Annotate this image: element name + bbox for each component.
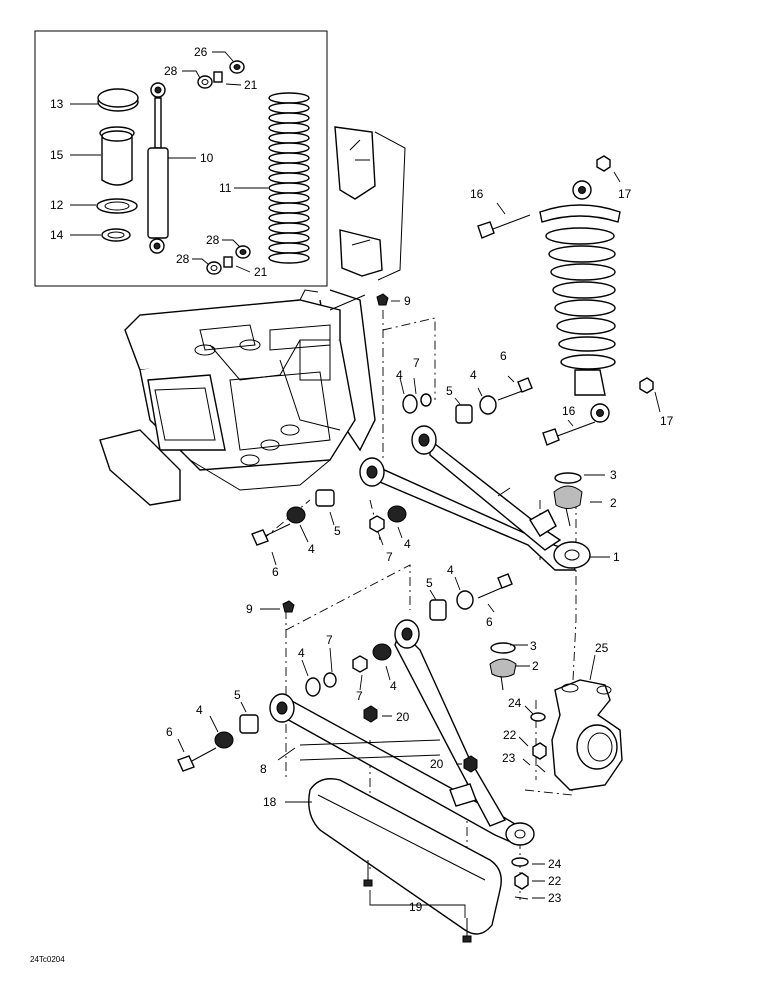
callout-17: 17 (660, 414, 674, 428)
callout-4: 4 (308, 542, 315, 556)
callout-16: 16 (470, 187, 484, 201)
callout-2: 2 (532, 659, 539, 673)
callout-6: 6 (272, 565, 279, 579)
callout-7: 7 (413, 356, 420, 370)
shock-coil-spring (545, 227, 616, 370)
callout-28: 28 (206, 233, 220, 247)
callout-3: 3 (530, 639, 537, 653)
callout-7: 7 (356, 689, 363, 703)
callout-10: 10 (200, 151, 214, 165)
shock-absorber-assembly: 16 17 16 17 9 (376, 155, 674, 446)
callout-15: 15 (50, 148, 64, 162)
callout-7: 7 (386, 550, 393, 564)
callout-24: 24 (548, 857, 562, 871)
callout-6: 6 (500, 349, 507, 363)
callout-5: 5 (446, 384, 453, 398)
callout-5: 5 (334, 524, 341, 538)
callout-4: 4 (404, 537, 411, 551)
callout-7: 7 (326, 633, 333, 647)
callout-22: 22 (503, 728, 517, 742)
callout-12: 12 (50, 198, 64, 212)
callout-6: 6 (166, 725, 173, 739)
callout-5: 5 (426, 576, 433, 590)
callout-4: 4 (196, 703, 203, 717)
callout-8: 8 (260, 762, 267, 776)
coil-spring (268, 92, 310, 264)
callout-9: 9 (246, 602, 253, 616)
callout-3: 3 (610, 468, 617, 482)
inset-panel: 26 28 21 13 15 10 11 12 14 28 28 21 (34, 30, 328, 287)
callout-11: 11 (219, 181, 232, 195)
callout-22: 22 (548, 874, 562, 888)
callout-26: 26 (194, 45, 208, 59)
callout-4: 4 (447, 563, 454, 577)
callout-4: 4 (298, 646, 305, 660)
drawing-code: 24Tc0204 (30, 955, 65, 964)
callout-21: 21 (244, 78, 258, 92)
callout-18: 18 (263, 795, 277, 809)
upper-a-arm: 7 4 5 4 6 3 2 1 6 4 5 7 4 (251, 349, 620, 579)
callout-25: 25 (595, 641, 609, 655)
callout-23: 23 (548, 891, 562, 905)
callout-16: 16 (562, 404, 576, 418)
callout-19: 19 (409, 900, 423, 914)
callout-9: 9 (404, 294, 411, 308)
callout-28: 28 (164, 64, 178, 78)
callout-5: 5 (234, 688, 241, 702)
callout-1: 1 (613, 550, 620, 564)
callout-20: 20 (396, 710, 410, 724)
callout-6: 6 (486, 615, 493, 629)
callout-2: 2 (610, 496, 617, 510)
callout-21: 21 (254, 265, 268, 279)
callout-4: 4 (396, 368, 403, 382)
callout-28: 28 (176, 252, 190, 266)
lower-a-arm: 9 5 4 6 7 4 3 2 25 7 4 5 4 6 24 22 23 20… (166, 563, 623, 943)
callout-24: 24 (508, 696, 522, 710)
callout-4: 4 (470, 368, 477, 382)
callout-14: 14 (50, 228, 64, 242)
steering-knuckle (551, 679, 623, 791)
callout-17: 17 (618, 187, 632, 201)
callout-13: 13 (50, 97, 64, 111)
vehicle-frame (99, 126, 406, 506)
callout-23: 23 (502, 751, 516, 765)
callout-4: 4 (390, 679, 397, 693)
callout-20: 20 (430, 757, 444, 771)
